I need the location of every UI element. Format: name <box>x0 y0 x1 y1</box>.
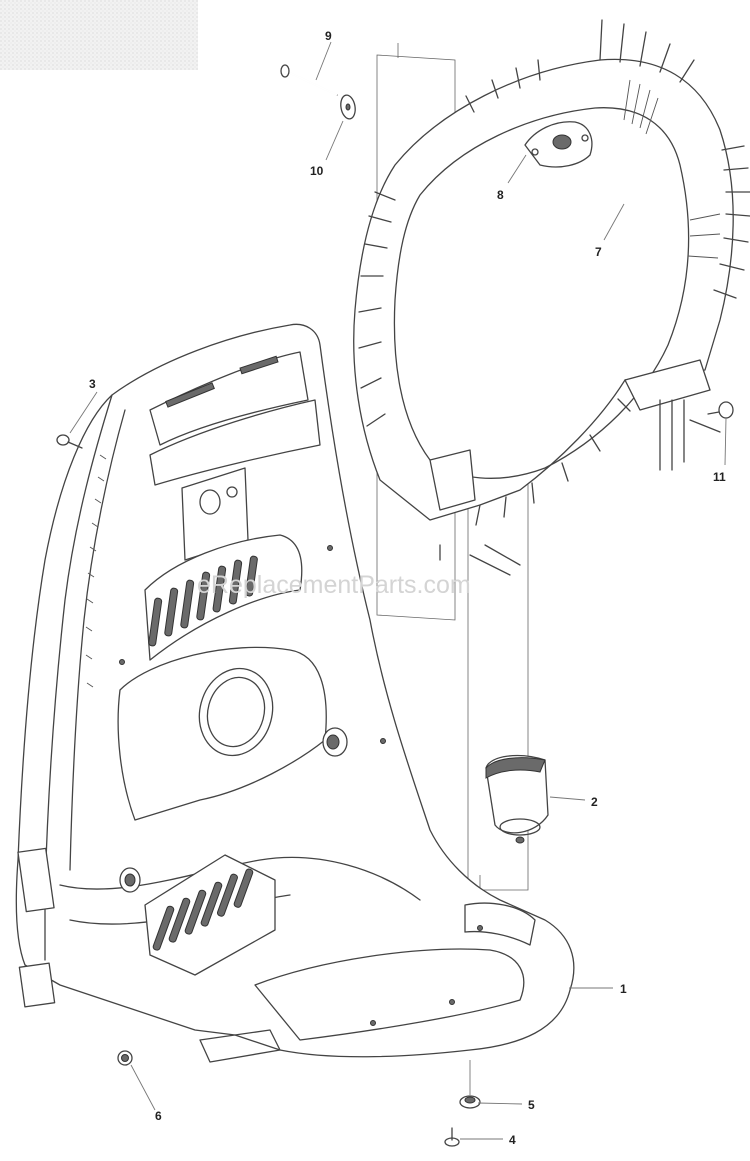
callout-2: 2 <box>591 795 598 809</box>
callout-3: 3 <box>89 377 96 391</box>
washer <box>340 94 356 120</box>
watermark-text: eReplacementParts.com <box>197 571 471 599</box>
callout-8: 8 <box>497 188 504 202</box>
backpack-frame <box>15 323 575 1063</box>
leader-lines <box>69 41 727 1140</box>
grommet <box>117 1050 133 1066</box>
knob <box>707 401 734 419</box>
bolt <box>280 64 338 96</box>
callout-labels: 1 2 3 4 5 6 7 8 9 10 11 <box>89 29 726 1147</box>
screw-4 <box>444 1127 460 1147</box>
callout-10: 10 <box>310 164 324 178</box>
callout-4: 4 <box>509 1133 516 1147</box>
callout-6: 6 <box>155 1109 162 1123</box>
cap <box>485 754 549 844</box>
foot-grommet <box>459 1060 481 1109</box>
callout-9: 9 <box>325 29 332 43</box>
fan-housing <box>353 19 750 576</box>
callout-5: 5 <box>528 1098 535 1112</box>
callout-7: 7 <box>595 245 602 259</box>
screw-3 <box>56 434 83 449</box>
corner-texture <box>0 0 198 70</box>
bracket <box>524 121 593 168</box>
callout-1: 1 <box>620 982 627 996</box>
callout-11: 11 <box>713 470 726 484</box>
